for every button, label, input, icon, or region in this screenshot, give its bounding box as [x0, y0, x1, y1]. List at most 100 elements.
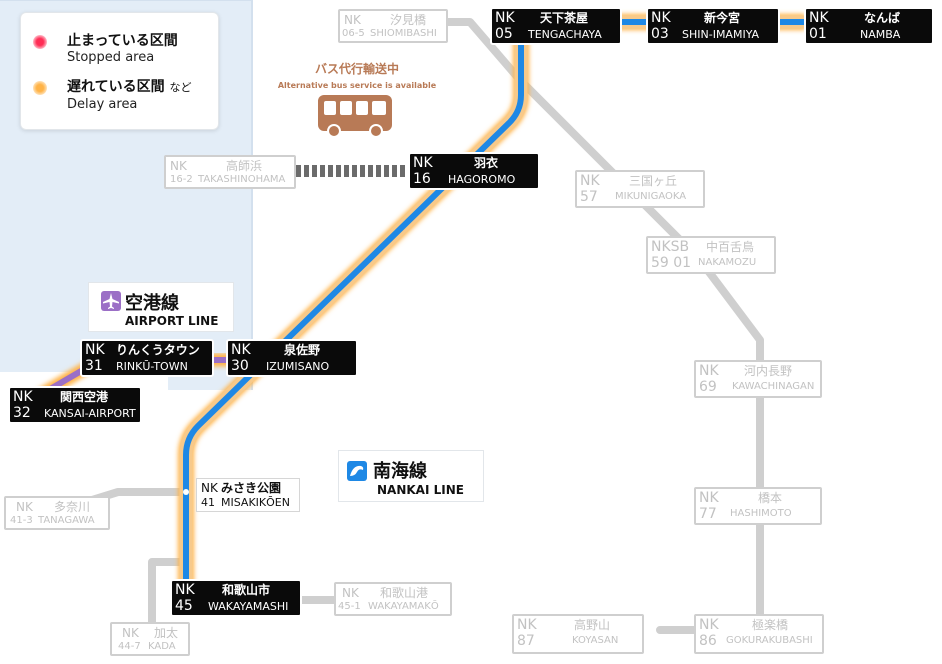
- station-hagoromo[interactable]: NK 16 羽衣 HAGOROMO: [408, 152, 540, 190]
- legend-delay-jp: 遅れている区間 など: [67, 76, 191, 96]
- nankai-line-label: 南海線 NANKAI LINE: [338, 450, 484, 502]
- station-code: NKSB: [651, 239, 690, 255]
- station-name-jp: なんば: [864, 11, 901, 25]
- station-number: 45-1: [338, 601, 361, 612]
- station-name-en: WAKAYAMAKŌ: [368, 601, 439, 612]
- kada-branch: [148, 558, 190, 640]
- station-takashinohama[interactable]: NK 高師浜 16-2 TAKASHINOHAMA: [164, 155, 296, 189]
- station-number: 57: [580, 189, 598, 205]
- station-name-jp: りんくうタウン: [116, 343, 200, 357]
- station-code: NK: [413, 155, 433, 171]
- station-code: NK: [122, 626, 139, 640]
- station-number: 06-5: [342, 28, 365, 39]
- bus-notice-jp: バス代行輸送中: [314, 62, 399, 76]
- station-number: 16-2: [170, 174, 193, 185]
- legend-delay-jp-text: 遅れている区間: [67, 79, 165, 95]
- station-wakayamako[interactable]: NK 和歌山港 45-1 WAKAYAMAKŌ: [334, 582, 452, 616]
- station-name-en: NAKAMOZU: [698, 257, 757, 268]
- station-name-en: MIKUNIGAOKA: [615, 191, 687, 202]
- station-code: NK: [699, 490, 719, 506]
- station-name-en: TANAGAWA: [38, 515, 95, 526]
- station-number: 32: [13, 405, 31, 421]
- station-name-jp: 羽衣: [474, 156, 499, 170]
- misakikoen-dot: [183, 489, 189, 495]
- station-wakayamashi[interactable]: NK 45 和歌山市 WAKAYAMASHI: [170, 579, 302, 617]
- station-number: 86: [699, 633, 717, 649]
- station-name-jp: 極楽橋: [752, 618, 789, 632]
- legend-delay-en: Delay area: [67, 97, 138, 112]
- airplane-icon: [101, 291, 121, 311]
- station-code: NK: [16, 500, 33, 514]
- station-name-en: KAWACHINAGAN: [732, 381, 815, 392]
- station-number: 59 01: [651, 255, 692, 271]
- station-number: 44-7: [118, 641, 141, 652]
- station-name-en: KOYASAN: [572, 635, 619, 646]
- station-tanagawa[interactable]: NK 多奈川 41-3 TANAGAWA: [4, 496, 110, 530]
- station-name-jp: 和歌山港: [380, 586, 429, 600]
- station-mikunigaoka[interactable]: NK 57 三国ヶ丘 MIKUNIGAOKA: [575, 170, 705, 208]
- station-name-jp: 河内長野: [744, 364, 793, 378]
- station-name-jp: 関西空港: [60, 390, 109, 404]
- station-hashimoto[interactable]: NK 77 橋本 HASHIMOTO: [694, 487, 822, 525]
- airport-line-en: AIRPORT LINE: [125, 314, 219, 328]
- station-izumisano[interactable]: NK 30 泉佐野 IZUMISANO: [226, 339, 358, 377]
- station-code: NK: [699, 363, 719, 379]
- station-number: 03: [651, 26, 669, 42]
- station-name-en: NAMBA: [860, 28, 901, 41]
- station-name-jp: 高野山: [574, 618, 611, 632]
- station-name-en: TENGACHAYA: [528, 28, 602, 41]
- station-name-en: RINKŪ-TOWN: [116, 360, 188, 373]
- stopped-legend-icon: [33, 35, 47, 49]
- station-name-jp: 三国ヶ丘: [629, 174, 678, 188]
- station-nakamozu[interactable]: NKSB 59 01 中百舌鳥 NAKAMOZU: [646, 236, 776, 274]
- legend-stopped-jp: 止まっている区間: [67, 33, 178, 49]
- bus-icon: [318, 95, 392, 138]
- station-name-en: HAGOROMO: [448, 173, 516, 186]
- station-name-jp: みさき公園: [221, 481, 282, 495]
- legend-delay-nado: など: [169, 81, 192, 94]
- station-tengachaya[interactable]: NK 05 天下茶屋 TENGACHAYA: [490, 7, 622, 45]
- station-kawachinagano[interactable]: NK 69 河内長野 KAWACHINAGAN: [694, 360, 822, 398]
- station-name-jp: 橋本: [758, 491, 783, 505]
- station-code: NK: [201, 481, 218, 495]
- station-number: 16: [413, 171, 431, 187]
- station-code: NK: [651, 10, 671, 26]
- bus-notice-en: Alternative bus service is available: [277, 81, 437, 90]
- station-number: 30: [231, 358, 249, 374]
- station-name-en: WAKAYAMASHI: [208, 600, 289, 613]
- legend-stopped-en: Stopped area: [67, 50, 155, 65]
- station-name-jp: 多奈川: [54, 500, 91, 514]
- nankai-wave-icon: [347, 461, 367, 481]
- station-code: NK: [170, 159, 187, 173]
- station-code: NK: [175, 582, 195, 598]
- airport-line-label: 空港線 AIRPORT LINE: [88, 282, 234, 332]
- sea-coast: [0, 0, 253, 390]
- station-code: NK: [517, 617, 537, 633]
- station-kada[interactable]: NK 加太 44-7 KADA: [110, 622, 190, 656]
- station-number: 05: [495, 26, 513, 42]
- station-code: NK: [809, 10, 829, 26]
- nankai-line-en: NANKAI LINE: [377, 483, 464, 497]
- koya-line: [516, 76, 764, 634]
- station-code: NK: [342, 586, 359, 600]
- station-number: 45: [175, 598, 193, 614]
- station-rinku-town[interactable]: NK 31 りんくうタウン RINKŪ-TOWN: [80, 339, 214, 377]
- station-number: 41: [201, 496, 215, 509]
- station-number: 87: [517, 633, 535, 649]
- station-gokurakubashi[interactable]: NK 86 極楽橋 GOKURAKUBASHI: [694, 614, 824, 654]
- station-koyasan[interactable]: NK 87 高野山 KOYASAN: [512, 614, 644, 654]
- station-code: NK: [344, 13, 361, 27]
- station-shin-imamiya[interactable]: NK 03 新今宮 SHIN-IMAMIYA: [646, 7, 780, 45]
- station-kansai-airport[interactable]: NK 32 関西空港 KANSAI-AIRPORT: [8, 386, 142, 424]
- station-code: NK: [85, 342, 105, 358]
- station-code: NK: [699, 617, 719, 633]
- station-number: 31: [85, 358, 103, 374]
- station-code: NK: [231, 342, 251, 358]
- station-namba[interactable]: NK 01 なんば NAMBA: [804, 7, 934, 45]
- station-name-en: SHIOMIBASHI: [370, 28, 437, 39]
- station-name-en: TAKASHINOHAMA: [198, 174, 286, 185]
- station-misakikoen[interactable]: NK みさき公園 41 MISAKIKŌEN: [196, 478, 300, 512]
- station-number: 41-3: [10, 515, 33, 526]
- station-shiomibashi[interactable]: NK 汐見橋 06-5 SHIOMIBASHI: [338, 9, 448, 43]
- station-name-en: HASHIMOTO: [730, 508, 792, 519]
